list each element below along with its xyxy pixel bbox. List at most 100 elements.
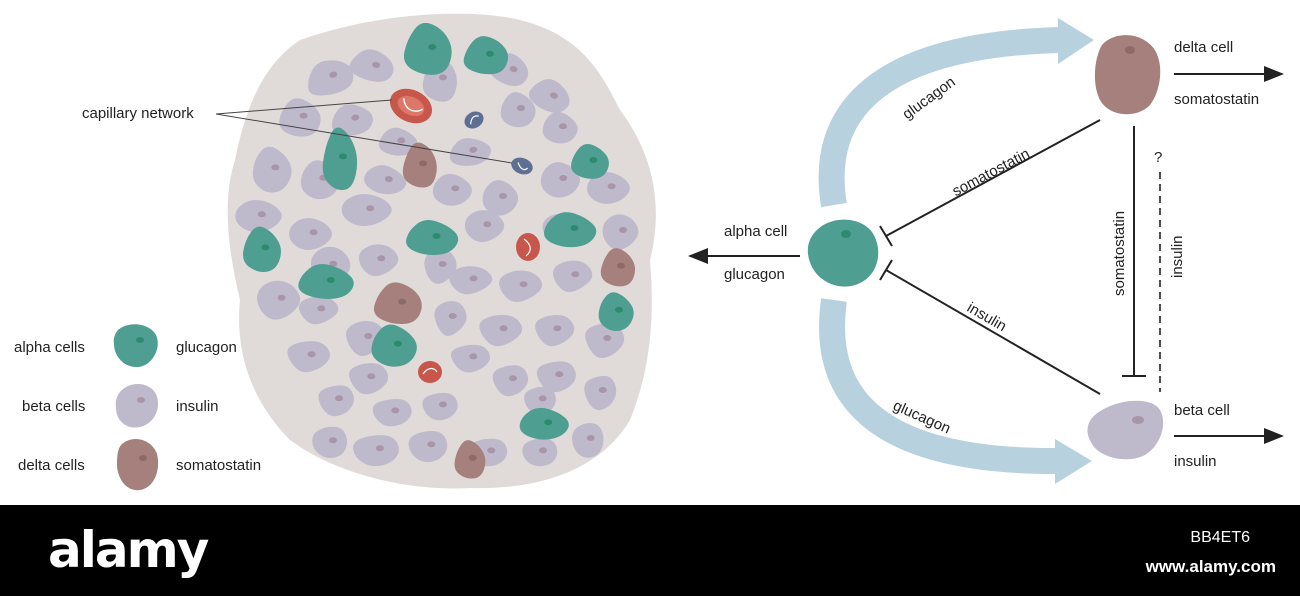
beta-cell	[408, 430, 448, 463]
alpha-cell-shape	[807, 219, 879, 287]
glucagon-arrow-band-bottom	[819, 298, 1059, 475]
capillary-callout-lines	[215, 99, 513, 164]
beta-cell	[522, 438, 558, 467]
insulin-inhibits-alpha-line	[885, 269, 1101, 395]
alpha-cell	[463, 36, 509, 75]
delta-cell-group	[373, 142, 636, 479]
beta-cell	[349, 363, 389, 395]
unknown-effect-question-mark: ?	[1154, 149, 1163, 166]
beta-cell	[432, 173, 472, 206]
beta-cell	[372, 399, 412, 427]
beta-cell	[500, 92, 536, 128]
beta-cell	[602, 214, 639, 250]
alpha-cell	[371, 324, 417, 367]
capillary-large	[389, 88, 433, 124]
beta-cell	[287, 341, 330, 373]
beta-cell	[289, 217, 332, 251]
legend-delta-icon	[117, 439, 159, 491]
beta-cell	[542, 111, 578, 144]
beta-cell	[318, 385, 354, 417]
beta-cell	[492, 365, 529, 397]
beta-cell	[482, 180, 519, 216]
insulin-to-delta-label: insulin	[1169, 235, 1186, 278]
beta-cell	[422, 392, 458, 421]
beta-cell	[552, 260, 593, 293]
beta-cell	[450, 344, 491, 373]
alpha-hormone-label: glucagon	[724, 266, 785, 283]
alpha-cell	[544, 212, 597, 248]
legend-alpha-cells-label: alpha cells	[14, 339, 85, 356]
delta-cell-shape	[1094, 35, 1161, 115]
delta-cell	[402, 142, 437, 188]
beta-cell	[364, 165, 407, 195]
beta-cell	[378, 127, 418, 156]
beta-cell	[298, 296, 339, 325]
capillary-red-2	[516, 233, 540, 261]
alpha-cell	[598, 292, 634, 332]
legend-glucagon-label: glucagon	[176, 339, 237, 356]
beta-cell	[308, 60, 354, 96]
beta-cell	[349, 49, 394, 82]
alpha-cell-label: alpha cell	[724, 223, 788, 240]
beta-cell	[572, 423, 604, 458]
image-id: BB4ET6	[1190, 529, 1250, 546]
legend-beta-cells-label: beta cells	[22, 398, 86, 415]
capillary-blue-2	[511, 157, 533, 175]
legend-alpha-icon	[113, 324, 158, 368]
glucagon-arrowhead-top	[1058, 18, 1094, 64]
beta-cell	[535, 315, 575, 347]
beta-cell	[257, 280, 301, 320]
capillary-network	[389, 88, 540, 383]
beta-cell	[353, 435, 399, 467]
glucagon-arrow-band-top	[818, 27, 1061, 208]
somatostatin-inhibits-alpha-bar	[879, 225, 893, 247]
islet-diagram-figure: capillary network alpha cells glucagon b…	[14, 13, 1284, 491]
alpha-cell	[322, 127, 358, 191]
beta-cell	[540, 162, 580, 198]
beta-cell	[341, 194, 392, 227]
beta-cell	[434, 301, 467, 337]
beta-cell-label: beta cell	[1174, 402, 1230, 419]
beta-cell	[449, 266, 493, 295]
alpha-cell-group	[243, 22, 634, 440]
delta-cell	[454, 440, 486, 479]
beta-cell	[252, 146, 292, 193]
alpha-cell	[403, 22, 452, 75]
somatostatin-inhibits-alpha-line	[885, 119, 1101, 237]
beta-cell	[585, 323, 625, 359]
alpha-cell	[243, 226, 281, 273]
beta-cell	[536, 361, 576, 393]
beta-cell	[587, 171, 630, 204]
beta-cell	[332, 104, 373, 136]
alamy-logo: alamy	[48, 521, 209, 579]
legend-somatostatin-label: somatostatin	[176, 457, 262, 474]
legend-delta-cells-label: delta cells	[18, 457, 85, 474]
beta-cell	[584, 375, 617, 411]
beta-cell-group	[235, 49, 639, 467]
alpha-cell	[298, 264, 354, 299]
alpha-cell	[519, 407, 569, 440]
beta-cell	[499, 270, 543, 303]
delta-cell	[600, 248, 636, 287]
capillary-network-label: capillary network	[82, 105, 194, 122]
alpha-cell	[406, 220, 459, 256]
beta-cell	[424, 248, 457, 284]
capillary-blue-1	[464, 111, 484, 129]
beta-cell	[235, 199, 282, 232]
regulation-diagram	[688, 18, 1284, 484]
insulin-inhibits-alpha-bar	[879, 259, 893, 281]
beta-cell	[479, 314, 523, 347]
watermark-footer: alamy BB4ET6 www.alamy.com	[0, 505, 1300, 596]
figure-artwork	[113, 13, 1284, 491]
watermark-url: www.alamy.com	[1145, 557, 1276, 576]
delta-hormone-label: somatostatin	[1174, 91, 1260, 108]
legend-icons	[113, 324, 159, 491]
beta-hormone-label: insulin	[1174, 453, 1217, 470]
capillary-red-3	[418, 361, 442, 383]
somatostatin-to-beta-label: somatostatin	[1111, 210, 1128, 296]
legend-beta-icon	[115, 383, 159, 428]
glucagon-arrowhead-bottom	[1055, 439, 1092, 484]
beta-cell	[524, 386, 556, 415]
beta-cell-shape	[1087, 400, 1164, 460]
beta-cell	[528, 79, 570, 113]
